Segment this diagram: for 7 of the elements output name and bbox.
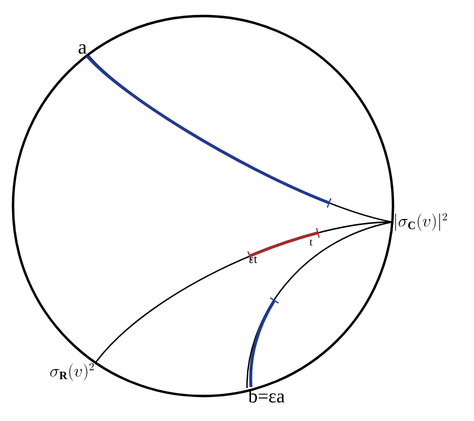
point-label: $\sigma_{\mathbf{R}}(v)^2$ bbox=[50, 362, 94, 381]
arc bbox=[246, 221, 392, 388]
point-label: a bbox=[78, 44, 87, 54]
point-label: εt bbox=[249, 256, 258, 264]
point-label: $|\sigma_{\mathbf{C}}(v)|^2$ bbox=[395, 212, 447, 231]
point-label: b=εa bbox=[248, 389, 285, 403]
point-label: t bbox=[310, 239, 312, 246]
